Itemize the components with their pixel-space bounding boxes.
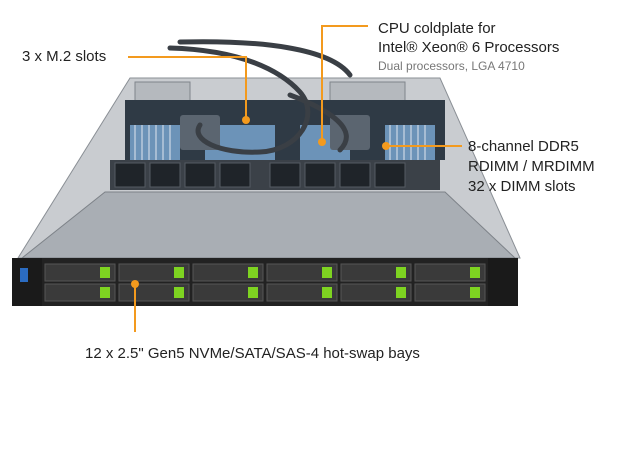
- cpu-callout-line1: CPU coldplate for: [378, 20, 496, 37]
- ddr-callout-line2: RDIMM / MRDIMM: [468, 158, 595, 175]
- callout-line-m2: [128, 56, 247, 118]
- drive-bay-row-2: [44, 283, 486, 302]
- dimm-lines: [134, 125, 426, 160]
- usb-port: [20, 268, 28, 282]
- drive-bays-callout: 12 x 2.5" Gen5 NVMe/SATA/SAS-4 hot-swap …: [85, 345, 420, 362]
- ddr-callout-line3: 32 x DIMM slots: [468, 178, 576, 195]
- callout-lines: [128, 25, 462, 332]
- callout-dot-cpu: [318, 138, 326, 146]
- drive-bay-row-1: [44, 263, 486, 282]
- ddr-callout-line1: 8-channel DDR5: [468, 138, 579, 155]
- front-ear-right: [488, 258, 518, 306]
- drive-bays: [44, 263, 486, 302]
- fans: [114, 162, 406, 188]
- callout-dot-m2: [242, 116, 250, 124]
- cpu-callout-subtitle: Dual processors, LGA 4710: [378, 59, 525, 73]
- callout-dot-bays: [131, 280, 139, 288]
- chassis-lid: [20, 191, 517, 259]
- callout-dot-ddr: [382, 142, 390, 150]
- m2-slots-callout: 3 x M.2 slots: [22, 48, 107, 65]
- callout-dots: [131, 116, 390, 288]
- callout-line-cpu: [321, 25, 368, 140]
- cpu-callout-line2: Intel® Xeon® 6 Processors: [378, 39, 560, 56]
